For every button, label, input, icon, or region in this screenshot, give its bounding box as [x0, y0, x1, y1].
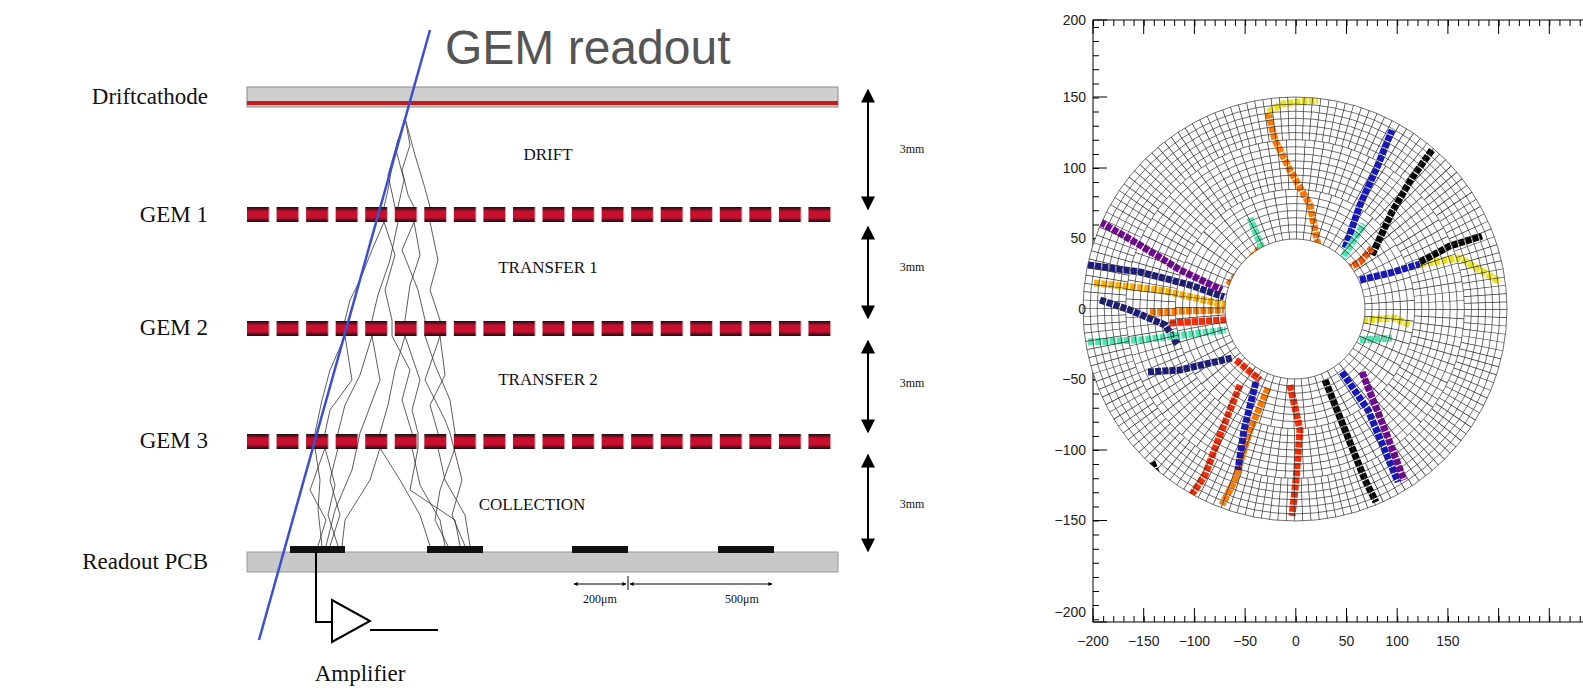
pad-grid: [1104, 118, 1485, 499]
axis-tick-label: 0: [1292, 633, 1300, 649]
readout-pcb: [427, 546, 483, 553]
readout-pcb: [247, 546, 838, 572]
electron-avalanche: [310, 448, 326, 546]
axis-tick-label: 50: [1339, 633, 1355, 649]
hit-track: [1088, 100, 1500, 516]
axis-tick-label: −100: [1179, 633, 1211, 649]
hit-track: [1228, 248, 1260, 285]
hit-track: [1170, 320, 1226, 323]
readout-pcb: [247, 552, 838, 572]
plot-frame: [1093, 20, 1583, 26]
pad-grid: [1133, 147, 1458, 472]
gap-label: DRIFT: [521, 145, 574, 165]
pad-grid: [1119, 133, 1472, 486]
pad-grid: [1150, 164, 1439, 453]
amplifier-symbol: [332, 600, 370, 642]
dimension-arrow: [867, 90, 869, 551]
gap-label: TRANSFER 1: [496, 258, 600, 278]
layer-label: GEM 1: [140, 202, 208, 228]
drift-cathode: [247, 101, 838, 105]
axis-tick-label: 0: [1078, 301, 1086, 317]
pitch-arrow: [630, 584, 772, 585]
hit-track: [1152, 462, 1163, 490]
pad-grid: [1211, 225, 1379, 393]
dimension-arrow: [867, 455, 869, 551]
pad-grid: [1104, 118, 1485, 499]
readout-pcb: [718, 546, 774, 553]
layer-label: Driftcathode: [92, 84, 208, 110]
drift-cathode: [247, 87, 838, 107]
pad-grid: [1175, 189, 1414, 428]
gem-foils: [247, 200, 838, 455]
dimension-label: 3mm: [899, 143, 926, 157]
axis-tick-label: −200: [1077, 633, 1109, 649]
readout-pcb: [290, 546, 345, 553]
axis-tick-label: 150: [1436, 633, 1459, 649]
dimension-arrow: [867, 90, 869, 209]
pad-grid: [1168, 182, 1422, 436]
axis-tick-label: −150: [1128, 633, 1160, 649]
pad-grid: [1161, 175, 1429, 443]
pad-grid: [1190, 204, 1401, 415]
gap-label: TRANSFER 2: [496, 370, 600, 390]
pad-grid: [1225, 239, 1365, 379]
axis-tick-label: 150: [1063, 89, 1086, 105]
dimension-label: 3mm: [899, 498, 926, 512]
dimension-arrow: [867, 227, 869, 318]
axis-tick-label: −150: [1054, 512, 1086, 528]
diagram-title: GEM readout: [445, 20, 730, 75]
amplifier-symbol: [316, 553, 332, 622]
dimension-label: 3mm: [899, 377, 926, 391]
particle-track: [259, 30, 430, 640]
pad-grid: [1218, 232, 1372, 386]
pad-grid: [1097, 111, 1493, 507]
layer-label: Readout PCB: [82, 549, 208, 575]
dimension-label: 200μm: [582, 593, 618, 607]
pad-grid: [1083, 97, 1507, 521]
pad-grid: [1111, 125, 1478, 492]
plot-frame: [1093, 20, 1549, 34]
pad-grid: [1083, 97, 1507, 521]
pad-grid: [1126, 140, 1465, 479]
gap-label: COLLECTION: [477, 495, 588, 515]
pad-grid: [1140, 154, 1450, 464]
pad-grid: [1197, 211, 1394, 408]
layer-label: GEM 3: [140, 428, 208, 454]
plot-frame: [1093, 608, 1549, 622]
electron-avalanche: [380, 448, 430, 546]
axis-tick-label: −200: [1054, 604, 1086, 620]
amplifier-label: Amplifier: [315, 661, 406, 687]
axis-tick-label: 200: [1063, 12, 1086, 28]
pitch-arrow: [574, 576, 772, 590]
pad-grid: [1200, 214, 1390, 404]
drift-cathode: [247, 87, 838, 107]
pad-grid: [1090, 104, 1500, 514]
axis-tick-label: 100: [1063, 160, 1086, 176]
amplifier-symbol: [316, 553, 438, 642]
pad-grid: [1204, 218, 1387, 401]
amplifier-symbol: [370, 629, 438, 631]
pad-ring: [1083, 97, 1507, 521]
axis-tick-label: 50: [1070, 230, 1086, 246]
hit-track: [1268, 100, 1318, 112]
axis-tick-label: −100: [1054, 442, 1086, 458]
plot-frame: [1093, 616, 1583, 622]
pad-grid: [1182, 196, 1407, 421]
pad-grid: [1147, 161, 1443, 457]
axis-tick-label: −50: [1062, 371, 1086, 387]
layer-label: GEM 2: [140, 315, 208, 341]
dimension-label: 500μm: [724, 593, 760, 607]
pad-grid: [1154, 168, 1436, 450]
dimension-arrow: [867, 341, 869, 432]
axis-tick-label: −50: [1233, 633, 1257, 649]
hit-track: [1290, 385, 1300, 516]
axis-tick-label: 100: [1386, 633, 1409, 649]
dimension-label: 3mm: [899, 261, 926, 275]
readout-pcb: [572, 546, 628, 553]
pitch-arrow: [574, 584, 626, 585]
pitch-arrow: [628, 576, 629, 590]
